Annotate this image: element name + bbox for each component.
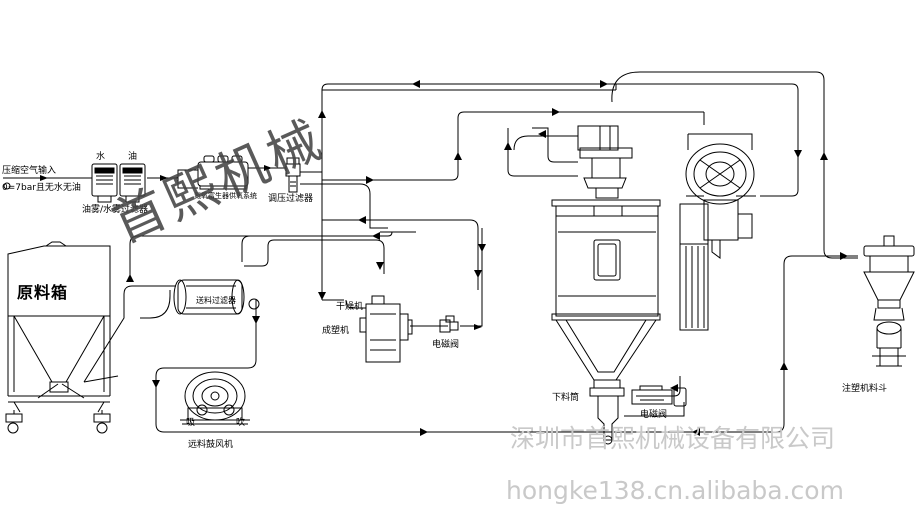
injection-hopper-label: 注塑机料斗	[842, 384, 888, 394]
feed-filter	[173, 279, 260, 315]
suck-label: 吸	[186, 418, 196, 428]
blower	[180, 371, 250, 425]
water-label: 水	[96, 152, 106, 162]
mist-filters	[91, 163, 146, 203]
solenoid-2-label: 电磁阀	[640, 410, 668, 420]
hopper-outlet-label: 下料筒	[552, 393, 580, 403]
heater-blower	[679, 133, 756, 331]
mist-filter-label: 油雾/水雾过滤器	[82, 205, 149, 215]
air-input-connector	[3, 182, 11, 190]
blow-label: 吹	[236, 418, 246, 428]
reg-filter-label: 调压过滤器	[268, 194, 314, 204]
molding-label: 成塑机	[322, 326, 350, 336]
air-input-label: 压缩空气输入	[2, 166, 57, 176]
blower-label: 远料鼓风机	[188, 440, 234, 450]
company-watermark: 深圳市首熙机械设备有限公司	[510, 424, 836, 453]
drying-hopper	[551, 125, 661, 445]
air-spec-label: 0=7bar且无水无油	[2, 183, 81, 193]
regulator-filter	[285, 157, 301, 193]
dryer-label: 干燥机	[336, 302, 364, 312]
solenoid-1-label: 电磁阀	[432, 340, 460, 350]
solenoid-valve-2	[631, 385, 687, 407]
feed-filter-label: 送料过滤器	[196, 296, 236, 305]
nitrogen-unit	[197, 155, 249, 190]
site-watermark: hongke138.cn.alibaba.com	[506, 476, 844, 505]
nitrogen-system-label: 氮氧富生器供氧系统	[194, 192, 257, 200]
oil-label: 油	[128, 152, 138, 162]
dryer-control-box	[359, 295, 413, 363]
raw-box-label: 原料箱	[17, 283, 69, 302]
flow-arrows	[40, 80, 848, 436]
solenoid-valve-1	[439, 315, 459, 333]
pipelines	[3, 71, 858, 433]
raw-material-box	[5, 241, 111, 434]
injection-hopper	[863, 235, 915, 367]
